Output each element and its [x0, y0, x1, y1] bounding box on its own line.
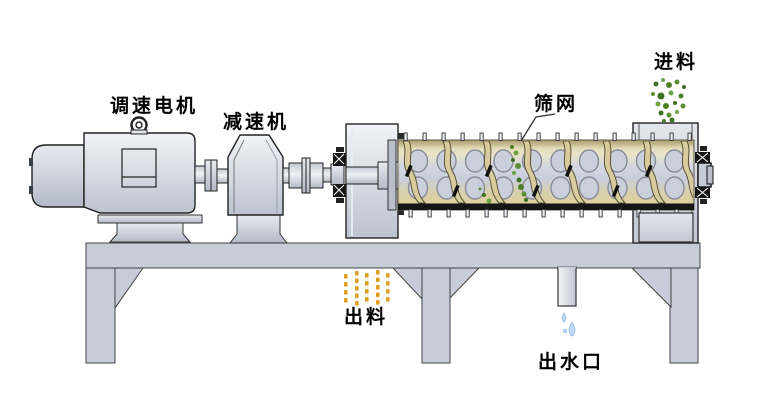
drum-holes	[407, 149, 685, 200]
label-discharge: 出料	[344, 305, 388, 328]
gusset-left-leg	[114, 267, 144, 310]
label-screen: 筛网	[534, 92, 578, 115]
drum-material-particles	[478, 145, 528, 204]
feed-particles	[651, 78, 686, 123]
reducer-body-inner-edge2	[265, 139, 278, 213]
leg-middle	[421, 267, 451, 364]
label-reducer: 减速机	[223, 110, 289, 133]
motor-foot-plate	[97, 214, 203, 224]
speed-motor	[29, 116, 203, 243]
discharge-particles	[344, 270, 390, 306]
output-coupling	[282, 157, 345, 194]
reducer-body	[227, 134, 284, 216]
reducer-body-inner-edge	[233, 139, 245, 213]
drum-bottom-band	[398, 203, 694, 210]
labels: 调速电机 减速机 筛网 进料 出料 出水口	[110, 50, 698, 373]
reducer-pedestal	[228, 214, 289, 244]
label-speed-motor: 调速电机	[110, 94, 198, 117]
gusset-right-leg	[630, 267, 672, 309]
reducer-gearbox	[227, 134, 289, 244]
leg-right	[669, 267, 699, 364]
screw-shaft	[345, 166, 381, 185]
screw-flights	[402, 141, 693, 204]
motor-body	[83, 132, 196, 214]
front-housing	[345, 123, 404, 239]
table-beam	[85, 242, 701, 269]
label-water-outlet: 出水口	[538, 350, 604, 373]
drum-bolt-ticks-top	[403, 132, 692, 141]
drum-flange-plate	[387, 139, 397, 211]
screen-drum	[397, 132, 695, 218]
frame-stand	[85, 242, 701, 364]
inlet-bearing	[333, 147, 346, 203]
leg-left	[85, 267, 116, 364]
water-drops	[561, 312, 576, 337]
water-outlet-pipe	[557, 266, 577, 307]
drum-bolt-ticks-bottom	[408, 209, 679, 218]
gusset-middle-leg-left	[391, 267, 423, 301]
motor-eyebolt	[130, 116, 148, 135]
motor-pedestal	[108, 222, 192, 243]
label-feed: 进料	[654, 50, 698, 73]
motor-shaft-coupling	[194, 159, 229, 192]
motor-junction-box	[121, 148, 157, 188]
end-bearing	[695, 146, 714, 204]
motor-cap-tab-bottom	[29, 186, 33, 194]
feed-hopper-lower-panel	[638, 212, 694, 243]
motor-rear-cap	[31, 144, 85, 208]
screen-leader-line	[520, 113, 556, 142]
gusset-middle-leg-right	[449, 267, 481, 300]
motor-cap-tab-top	[29, 158, 33, 166]
